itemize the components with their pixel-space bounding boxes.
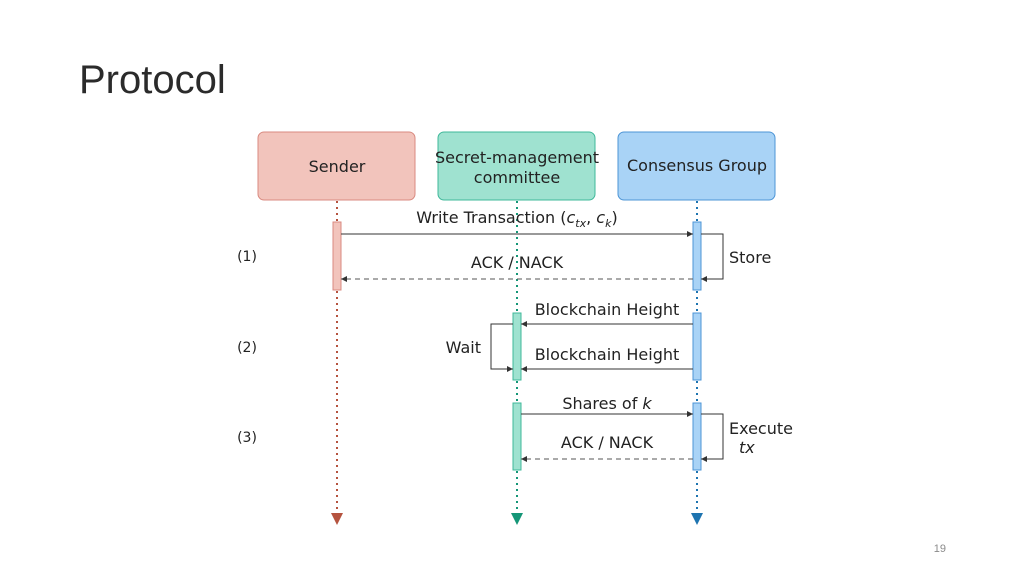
committee-participant: Secret-management committee xyxy=(435,131,599,201)
execute-tx-label: tx xyxy=(739,438,755,457)
step-3-label: (3) xyxy=(237,430,257,446)
blockchain-height-label-1: Blockchain Height xyxy=(535,300,680,319)
committee-label-line1: Secret-management xyxy=(435,148,599,167)
shares-label: Shares of k xyxy=(562,394,652,413)
wait-label: Wait xyxy=(446,338,481,357)
committee-activation-2 xyxy=(512,312,522,381)
consensus-label: Consensus Group xyxy=(627,156,767,175)
ack-nack-label-1: ACK / NACK xyxy=(471,253,564,272)
sender-activation-1 xyxy=(332,221,342,291)
ack-nack-label-3: ACK / NACK xyxy=(561,433,654,452)
step-1-label: (1) xyxy=(237,249,257,265)
sender-participant: Sender xyxy=(257,131,416,201)
consensus-activation-3 xyxy=(692,402,702,471)
committee-activation-3 xyxy=(512,402,522,471)
write-transaction-label: Write Transaction (ctx, ck) xyxy=(416,208,617,230)
wait-self-loop xyxy=(490,323,513,372)
consensus-participant: Consensus Group xyxy=(617,131,776,201)
slide-title: Protocol xyxy=(79,58,226,102)
committee-label-line2: committee xyxy=(474,168,560,187)
execute-label: Execute xyxy=(729,419,793,438)
sender-label: Sender xyxy=(309,157,366,176)
execute-self-loop xyxy=(701,413,724,462)
blockchain-height-label-2: Blockchain Height xyxy=(535,345,680,364)
consensus-activation-2 xyxy=(692,312,702,381)
consensus-activation-1 xyxy=(692,221,702,291)
step-2-label: (2) xyxy=(237,340,257,356)
page-number: 19 xyxy=(933,543,946,555)
store-self-loop xyxy=(701,233,724,282)
store-label: Store xyxy=(729,248,771,267)
